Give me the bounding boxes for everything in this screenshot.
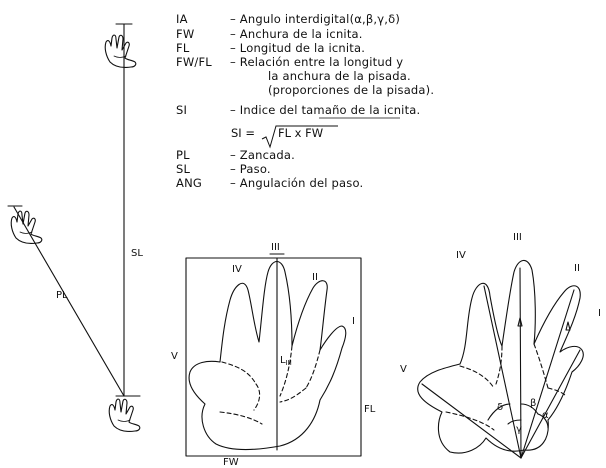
- axis-digit-iv: [483, 285, 522, 459]
- arc-beta: [520, 403, 539, 415]
- legend-desc: – Anchura de la icnita.: [230, 27, 363, 41]
- axis-digit-iii: [519, 267, 522, 459]
- legend-desc: la anchura de la pisada.: [268, 69, 411, 83]
- arc-alpha: [537, 413, 549, 429]
- sqrt-symbol: [261, 125, 338, 149]
- legend-abbr: IA: [176, 12, 188, 26]
- angle-digit-iv: IV: [456, 250, 466, 261]
- legend-desc: – Paso.: [230, 162, 271, 176]
- footprint-outline-angles: [417, 259, 584, 454]
- legend-abbr: ANG: [176, 176, 202, 190]
- midline-label-sub: III: [285, 359, 292, 367]
- formula-radicand: FL x FW: [278, 126, 324, 140]
- measured-digit-v: V: [171, 351, 178, 362]
- pad-dash-c: [547, 387, 567, 397]
- footprint-outline-measured: [188, 260, 347, 450]
- measured-digit-ii: II: [312, 272, 318, 283]
- axis-digit-i: [520, 349, 581, 459]
- arc-delta: [487, 403, 511, 421]
- legend-desc: – Relación entre la longitud y: [230, 55, 404, 69]
- angle-gamma: γ: [516, 424, 522, 435]
- pad-dash-d: [445, 411, 495, 431]
- midline-label: LIII: [280, 355, 292, 369]
- angle-digit-iii: III: [513, 232, 522, 243]
- angle-delta: δ: [497, 402, 504, 413]
- legend-desc: – Zancada.: [230, 148, 295, 162]
- footprint-bottom-icon: [108, 398, 141, 433]
- legend-desc: – Angulo interdigital(α,β,γ,δ): [230, 12, 401, 26]
- legend-abbr: SL: [176, 162, 191, 176]
- formula-lhs: SI =: [231, 126, 255, 140]
- midline-label-l: L: [280, 355, 286, 366]
- pad-line-5: [279, 387, 307, 403]
- angle-beta: β: [530, 398, 537, 409]
- tip-mark-ii: [565, 321, 571, 331]
- fw-label: FW: [223, 457, 239, 468]
- pad-line-2: [253, 383, 261, 411]
- sl-label: SL: [131, 248, 143, 259]
- legend-desc: – Angulación del paso.: [230, 176, 364, 190]
- footprint-top-icon: [104, 34, 137, 69]
- pad-dash-b: [533, 343, 549, 389]
- measured-digit-iv: IV: [232, 264, 242, 275]
- pad-dash-a: [459, 365, 495, 389]
- legend-abbr: FW: [176, 27, 195, 41]
- legend-abbr: PL: [176, 148, 190, 162]
- pad-line-3: [279, 345, 293, 397]
- footprint-bounding-box: [185, 257, 362, 457]
- measured-digit-i: I: [352, 316, 355, 327]
- pad-line-4: [305, 349, 321, 389]
- pad-dash-e: [495, 345, 503, 385]
- legend-desc: (proporciones de la pisada).: [268, 83, 435, 97]
- pad-line-6: [219, 411, 263, 425]
- arc-gamma: [507, 419, 522, 425]
- angle-digit-v: V: [400, 364, 407, 375]
- angle-alpha: α: [542, 410, 549, 421]
- measured-digit-iii: III: [271, 242, 280, 253]
- legend-abbr: FW/FL: [176, 55, 212, 69]
- tip-mark-iii: [517, 317, 523, 327]
- axis-digit-v: [421, 383, 522, 459]
- legend-desc: – Longitud de la icnita.: [230, 41, 366, 55]
- pad-line-1: [221, 361, 257, 385]
- measured-footprint: [185, 253, 362, 457]
- angle-digit-i: I: [598, 308, 601, 319]
- legend-desc: – Indice del tamaño de la icnita.: [230, 103, 421, 117]
- legend-abbr: SI: [176, 103, 188, 117]
- legend-abbr: FL: [176, 41, 190, 55]
- footprint-middle-icon: [10, 210, 43, 245]
- trackway: [7, 23, 141, 433]
- fl-label: FL: [364, 404, 376, 415]
- angle-digit-ii: II: [574, 263, 580, 274]
- pace-pl-line: [13, 206, 125, 397]
- pl-label: PL: [56, 290, 68, 301]
- axis-digit-ii: [520, 289, 575, 459]
- angle-footprint: [417, 259, 584, 459]
